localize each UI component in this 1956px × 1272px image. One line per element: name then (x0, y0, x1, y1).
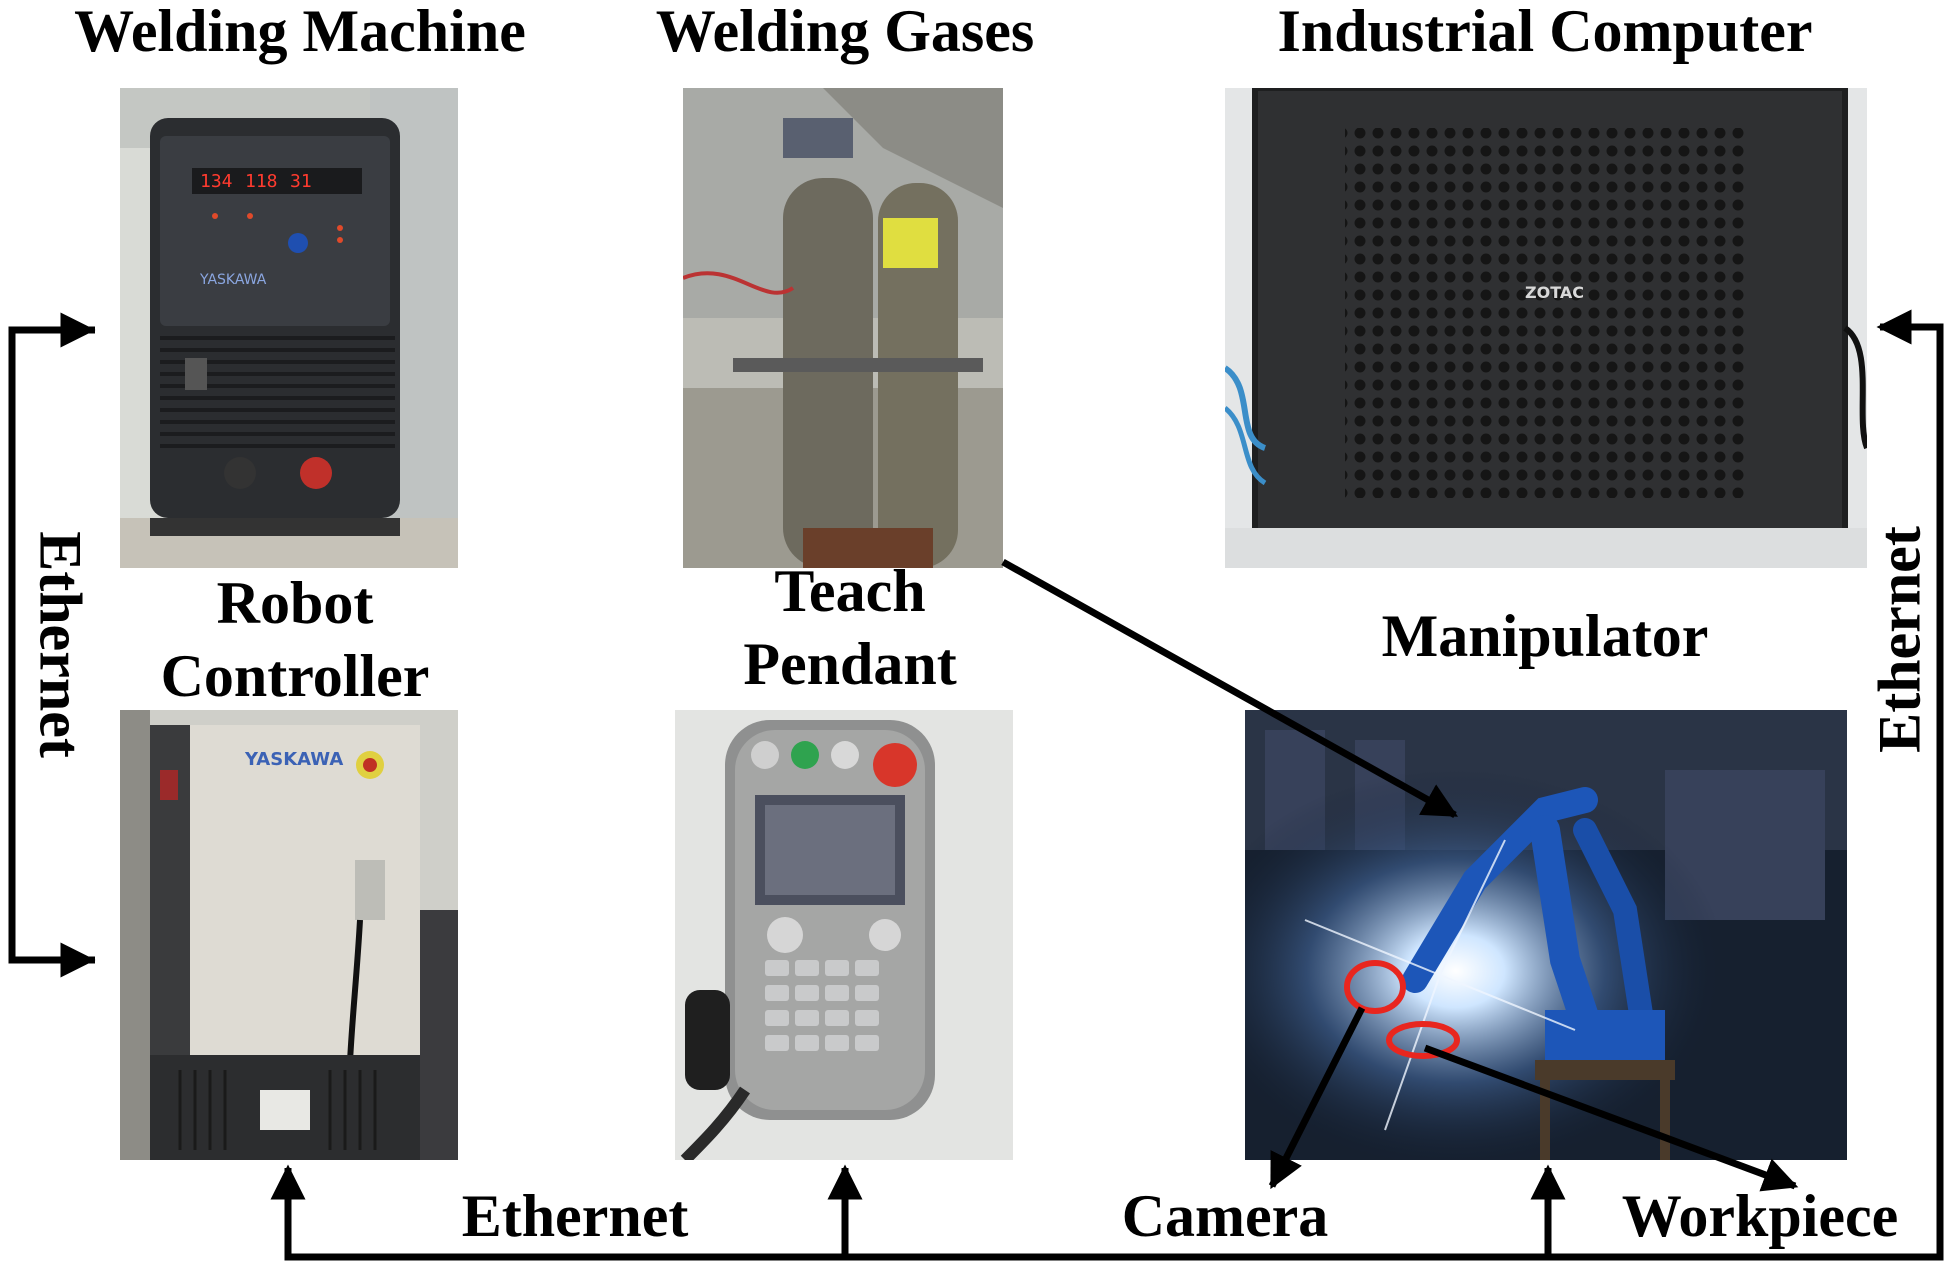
label-welding-machine: Welding Machine (74, 0, 526, 64)
arrow-gases-to-manipulator (1001, 558, 1459, 819)
machine-brand: YASKAWA (199, 272, 267, 288)
label-industrial-computer: Industrial Computer (1277, 0, 1813, 64)
controller-brand: YASKAWA (244, 749, 343, 770)
arrow-workpiece-pointer (1423, 1044, 1799, 1192)
label-robot-controller-line2: Controller (160, 643, 430, 709)
workpiece-highlight-circle (1386, 1021, 1460, 1059)
label-welding-gases: Welding Gases (655, 0, 1035, 64)
camera-highlight-circle (1344, 960, 1406, 1014)
label-robot-controller: Robot Controller (120, 572, 470, 708)
ethernet-left-connector (8, 326, 95, 964)
label-robot-controller-line1: Robot (216, 570, 374, 636)
machine-display-3: 31 (290, 171, 312, 192)
computer-brand: ZOTAC (1525, 283, 1584, 302)
label-workpiece: Workpiece (1621, 1183, 1899, 1249)
photo-welding-gases (683, 88, 1003, 568)
machine-display-1: 134 (200, 171, 233, 192)
label-camera: Camera (1121, 1183, 1329, 1249)
label-teach-pendant-line1: Teach (774, 558, 926, 624)
label-teach-pendant: Teach Pendant (690, 560, 1010, 696)
photo-robot-controller: YASKAWA (120, 710, 458, 1160)
photo-teach-pendant (675, 710, 1013, 1160)
photo-welding-machine: 134 118 31 YASKAWA (120, 88, 458, 568)
arrow-camera-pointer (1268, 1006, 1366, 1190)
label-manipulator: Manipulator (1381, 603, 1709, 669)
label-teach-pendant-line2: Pendant (743, 631, 957, 697)
label-ethernet-bottom: Ethernet (461, 1183, 689, 1249)
photo-manipulator (1245, 710, 1847, 1160)
ethernet-bottom-bus (284, 309, 1944, 1261)
machine-display-2: 118 (245, 171, 278, 192)
photo-industrial-computer: ZOTAC (1225, 88, 1867, 568)
